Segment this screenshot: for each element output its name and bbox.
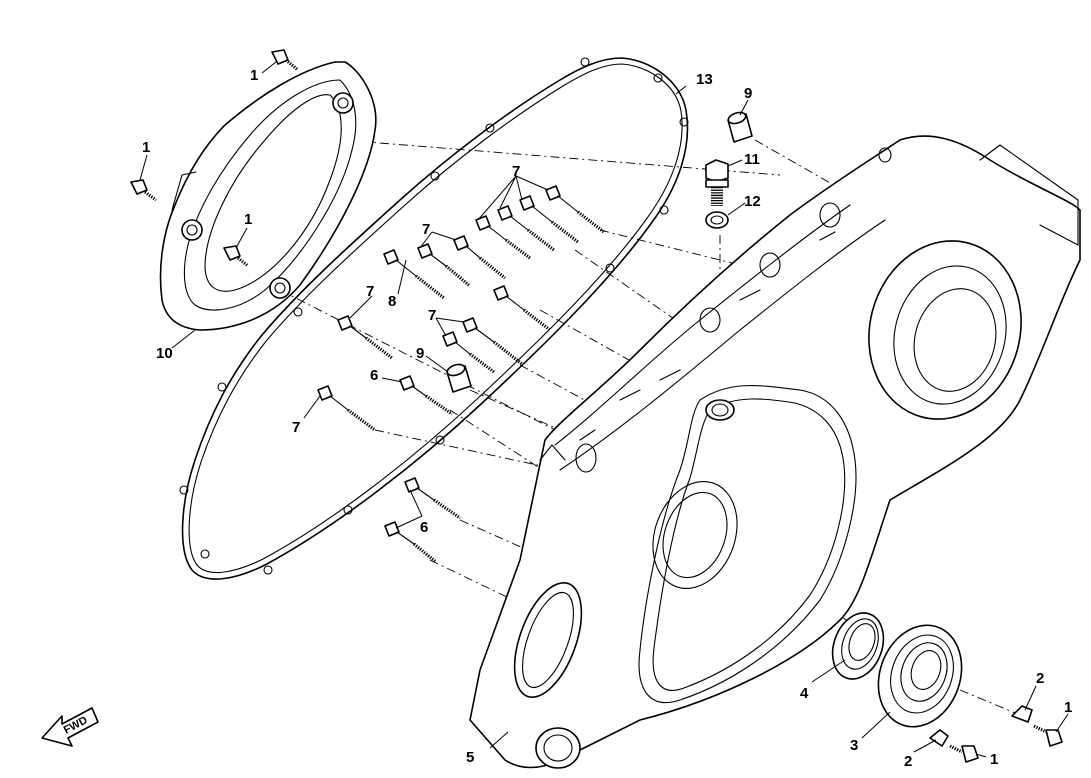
callout-1-left: 1 xyxy=(142,139,150,156)
callout-7-lower: 7 xyxy=(428,307,436,324)
callout-1-right: 1 xyxy=(1064,699,1072,716)
callout-12: 12 xyxy=(744,193,761,210)
callout-6-lower: 6 xyxy=(420,519,428,536)
callout-labels: 1 1 1 1 1 2 2 3 4 5 6 6 7 7 7 7 7 8 9 9 … xyxy=(142,67,1072,770)
washer-12 xyxy=(705,211,729,229)
drain-plug-11 xyxy=(705,159,729,206)
callout-7-top: 7 xyxy=(512,163,520,180)
bolt-6-lower xyxy=(384,477,461,564)
bearing-3 xyxy=(877,624,963,728)
callout-8: 8 xyxy=(388,293,396,310)
callout-1-bottom: 1 xyxy=(990,751,998,768)
callout-3: 3 xyxy=(850,737,858,754)
bracket-2-right xyxy=(1011,705,1033,723)
callout-11: 11 xyxy=(744,151,760,168)
callout-7-bottom: 7 xyxy=(292,419,300,436)
callout-9-top: 9 xyxy=(744,85,752,102)
bolt-6-upper xyxy=(399,375,453,416)
gasket-bolt-holes xyxy=(179,57,689,575)
dowel-pin-9-top xyxy=(727,111,753,143)
oil-seal-4 xyxy=(831,612,885,680)
callout-2-right: 2 xyxy=(1036,670,1044,687)
bracket-2-lower xyxy=(929,729,949,747)
crankcase-5 xyxy=(469,135,1081,769)
bolt-7-group-b xyxy=(417,235,551,332)
callout-1-center: 1 xyxy=(244,211,252,228)
fwd-arrow-icon: FWD xyxy=(41,707,99,747)
bolt-8 xyxy=(383,249,445,300)
callout-2-bottom: 2 xyxy=(904,753,912,770)
callout-7-left: 7 xyxy=(366,283,374,300)
callout-5: 5 xyxy=(466,749,474,766)
bolt-1-lower-mid xyxy=(949,744,979,763)
cover-bosses xyxy=(181,92,354,299)
callout-1-top: 1 xyxy=(250,67,258,84)
dowel-pin-9-mid xyxy=(446,363,472,393)
callout-13: 13 xyxy=(696,71,713,88)
callout-4: 4 xyxy=(800,685,809,702)
bolt-1-lower-right xyxy=(1033,724,1063,747)
bolt-1-left xyxy=(130,179,157,202)
bolt-7-group-c xyxy=(442,317,523,374)
bolt-7-low xyxy=(317,385,376,432)
callout-9-mid: 9 xyxy=(416,345,424,362)
callout-7-mid: 7 xyxy=(422,221,430,238)
callout-10: 10 xyxy=(156,345,173,362)
bolts xyxy=(130,49,605,564)
bolt-1-top xyxy=(271,49,300,72)
bolt-1-center xyxy=(223,245,249,268)
gasket-13 xyxy=(179,57,689,580)
callout-6-upper: 6 xyxy=(370,367,378,384)
bolt-7-group-a xyxy=(475,185,605,260)
leader-lines xyxy=(139,61,1069,758)
cover-10 xyxy=(159,61,377,331)
bolt-7-left xyxy=(337,315,393,360)
